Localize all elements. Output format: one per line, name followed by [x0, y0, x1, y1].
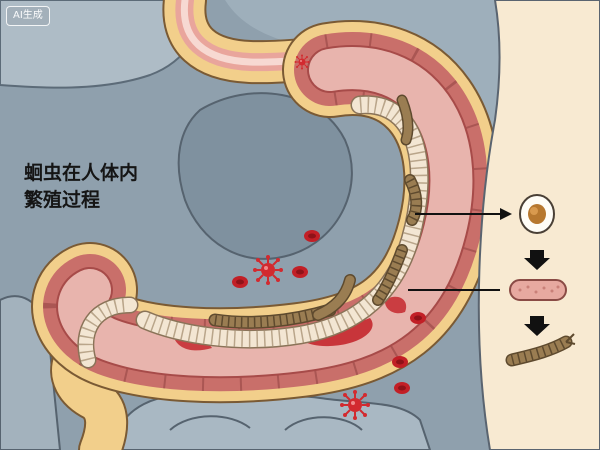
title-line-2: 繁殖过程 — [24, 189, 101, 211]
ai-generated-badge: AI生成 — [6, 6, 50, 26]
illustration-title: 蛔虫在人体内 繁殖过程 — [24, 160, 138, 214]
title-line-1: 蛔虫在人体内 — [24, 162, 139, 184]
